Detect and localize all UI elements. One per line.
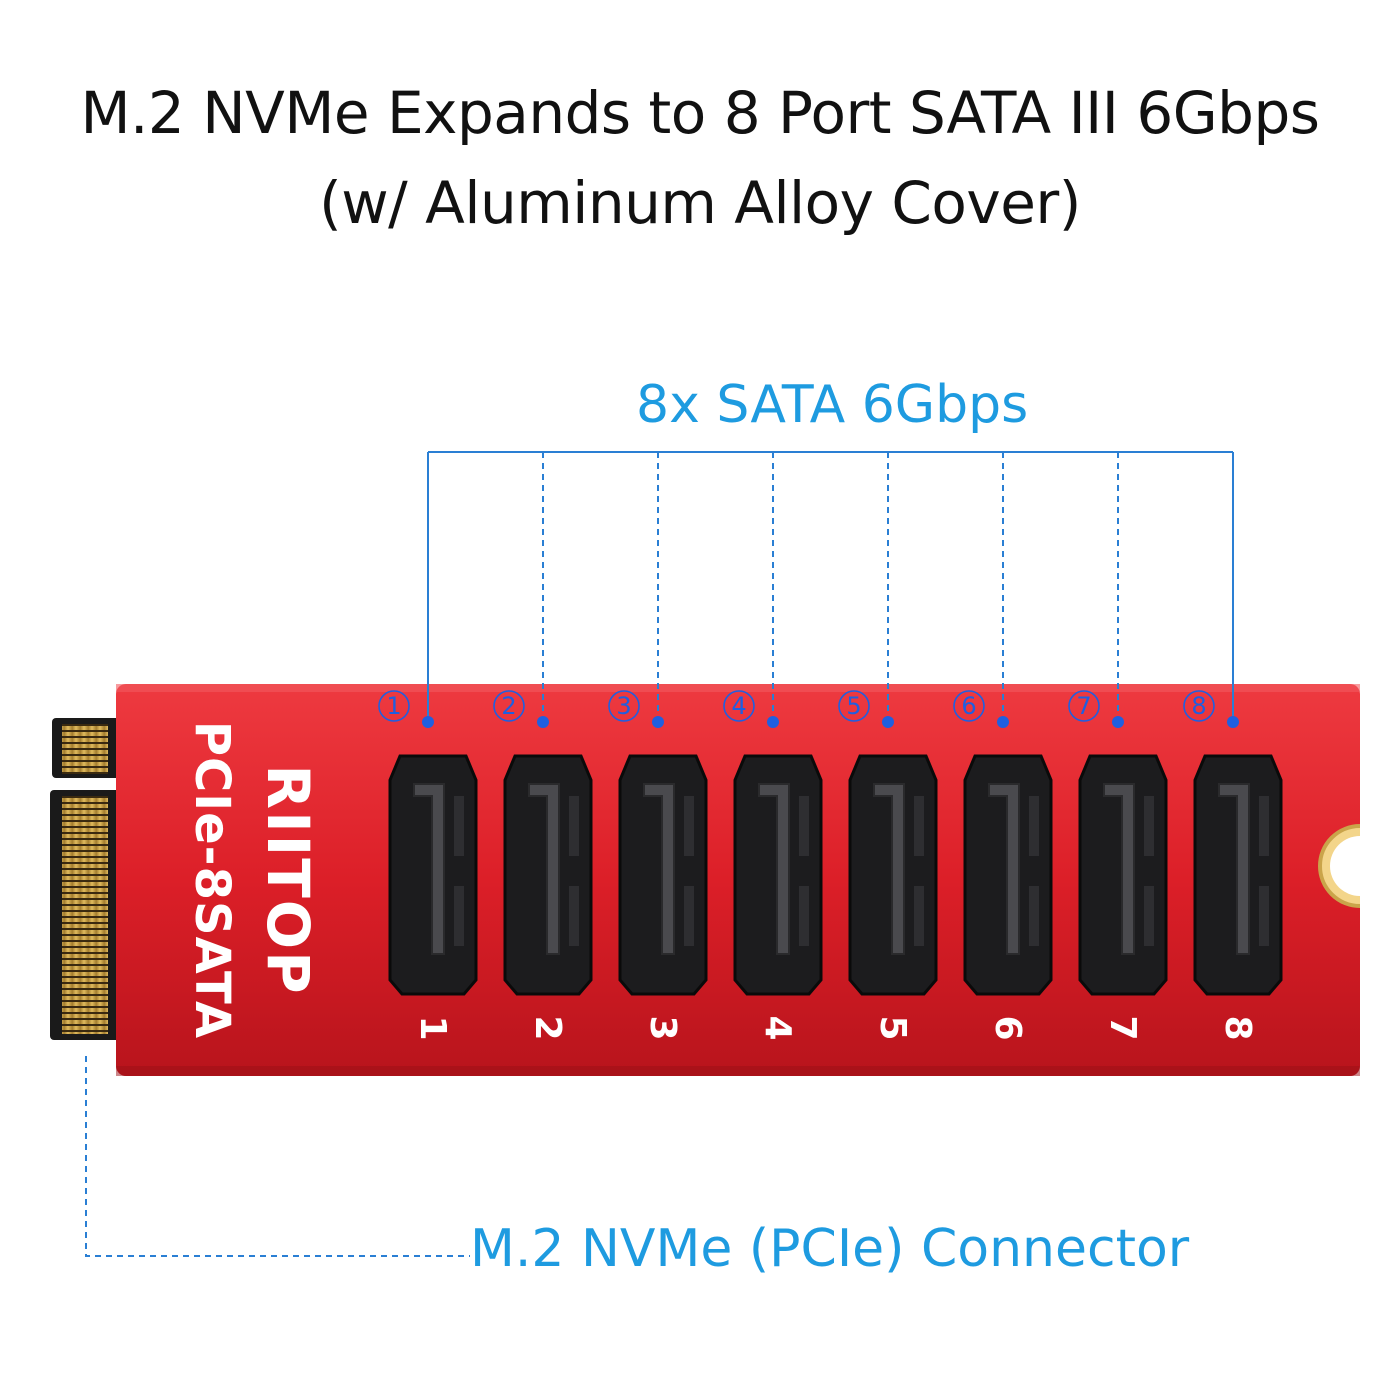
svg-text:5: 5 (846, 692, 861, 720)
sata-port: 22 (493, 690, 593, 1041)
m2-connector-callout: M.2 NVMe (PCIe) Connector (470, 1219, 1190, 1279)
brand-logo: RIITOP (254, 764, 322, 995)
sata-callout: 8x SATA 6Gbps (636, 375, 1029, 435)
port-badge: 8 (1183, 690, 1215, 722)
svg-text:3: 3 (616, 692, 631, 720)
sata-port: 33 (608, 690, 708, 1041)
svg-text:7: 7 (1076, 692, 1091, 720)
port-dot (1112, 716, 1124, 728)
port-dot (652, 716, 664, 728)
port-badge: 3 (608, 690, 640, 722)
port-dot (882, 716, 894, 728)
m2-leader-line (85, 1056, 470, 1257)
port-number: 4 (757, 1015, 798, 1040)
port-number: 7 (1102, 1015, 1143, 1040)
port-number: 8 (1217, 1015, 1258, 1040)
port-dot (767, 716, 779, 728)
port-dot (537, 716, 549, 728)
sata-port: 55 (838, 690, 938, 1041)
port-badge: 5 (838, 690, 870, 722)
port-dot (1227, 716, 1239, 728)
model-label: PCIe-8SATA (184, 721, 240, 1039)
sata-port: 11 (378, 690, 478, 1041)
port-badge: 7 (1068, 690, 1100, 722)
port-number: 6 (987, 1015, 1028, 1040)
port-dot (997, 716, 1009, 728)
port-dot (422, 716, 434, 728)
port-badge: 1 (378, 690, 410, 722)
sata-port: 77 (1068, 690, 1168, 1041)
m2-edge-connector (50, 700, 123, 1050)
svg-text:2: 2 (501, 692, 516, 720)
sata-port: 66 (953, 690, 1053, 1041)
port-number: 5 (872, 1015, 913, 1040)
sata-leader-lines (427, 451, 1234, 716)
sata-port: 88 (1183, 690, 1283, 1041)
port-badge: 6 (953, 690, 985, 722)
title-line-2: (w/ Aluminum Alloy Cover) (319, 169, 1081, 237)
svg-text:1: 1 (386, 692, 401, 720)
svg-text:6: 6 (961, 692, 976, 720)
port-number: 3 (642, 1015, 683, 1040)
title-line-1: M.2 NVMe Expands to 8 Port SATA III 6Gbp… (80, 79, 1320, 147)
sata-port: 44 (723, 690, 823, 1041)
svg-text:4: 4 (731, 692, 746, 720)
svg-text:8: 8 (1191, 692, 1206, 720)
port-badge: 2 (493, 690, 525, 722)
port-number: 1 (412, 1015, 453, 1040)
port-badge: 4 (723, 690, 755, 722)
port-number: 2 (527, 1015, 568, 1040)
